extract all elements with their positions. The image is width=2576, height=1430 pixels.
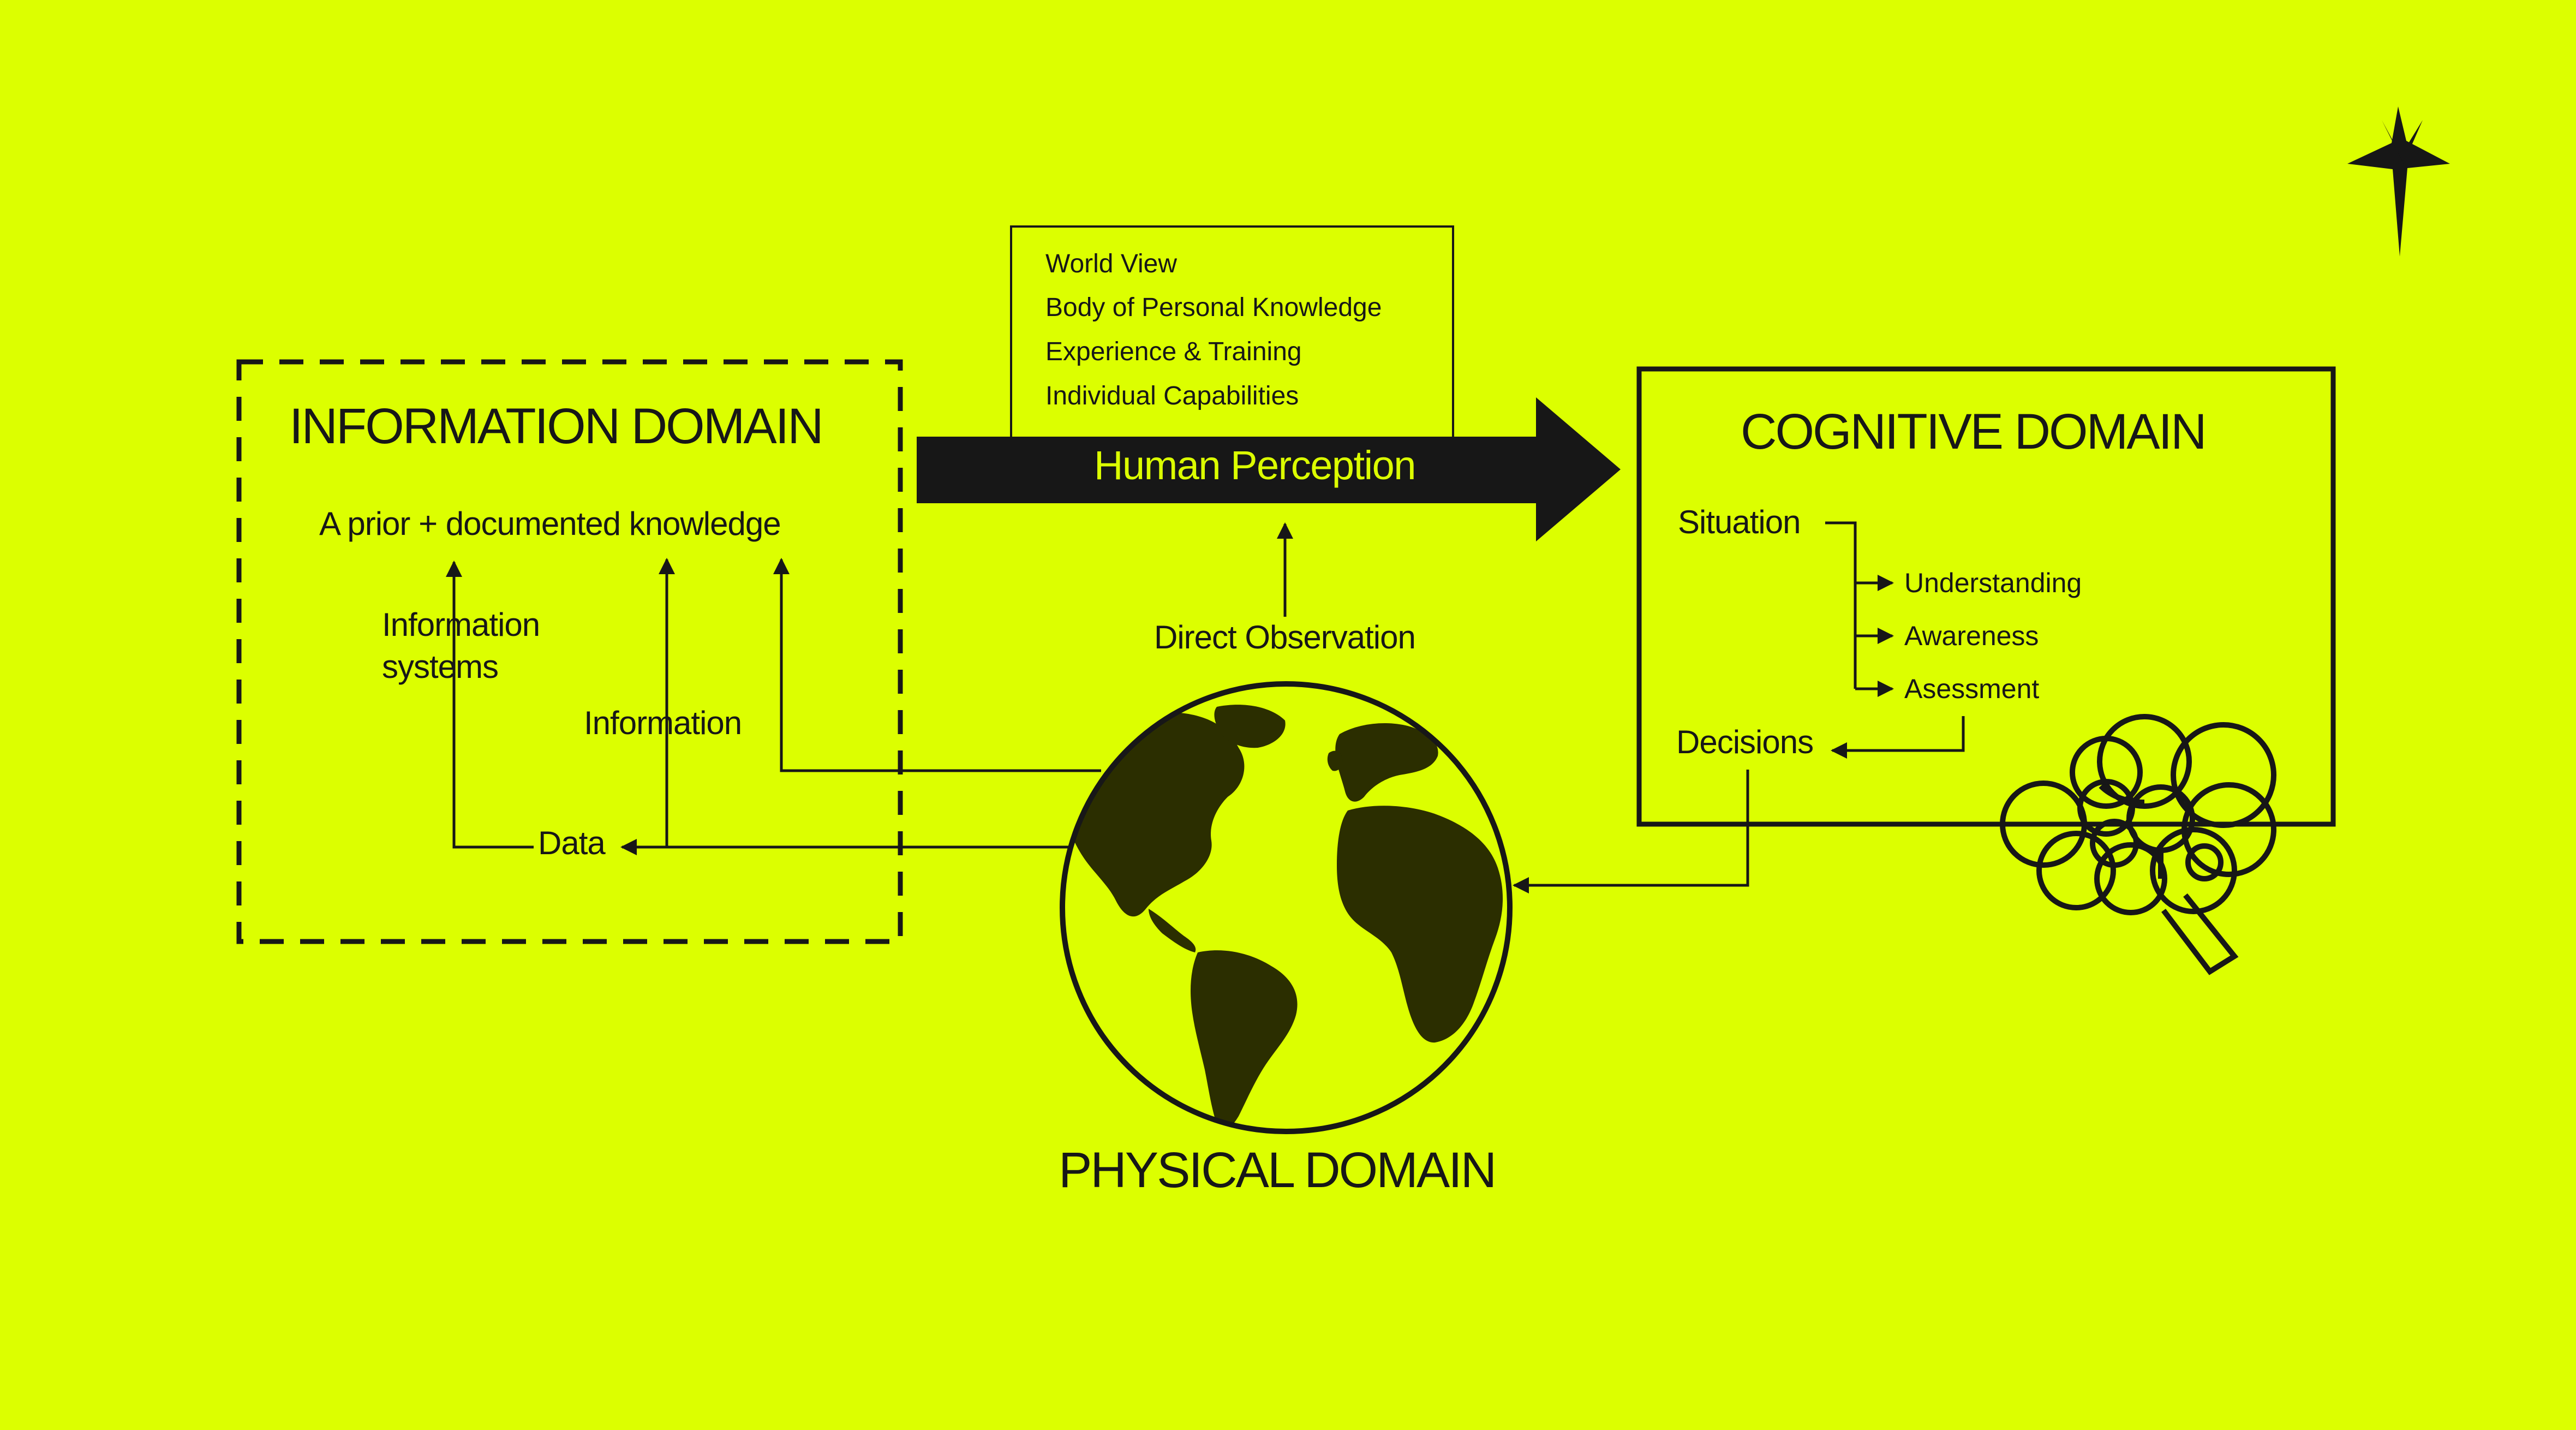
situation-label: Situation [1678, 504, 1801, 540]
decisions-to-globe-line [1513, 770, 1749, 893]
branch-understanding-label: Understanding [1904, 568, 2082, 598]
globe-icon [1060, 681, 1513, 1134]
situation-bracket-line [1825, 521, 1857, 689]
perception-item-personal-knowledge: Body of Personal Knowledge [1045, 293, 1382, 322]
direct-observation-label: Direct Observation [1154, 619, 1416, 656]
information-label: Information [584, 705, 742, 741]
physical-domain-title: PHYSICAL DOMAIN [1059, 1142, 1497, 1198]
assessment-to-decisions-line [1831, 716, 1965, 759]
perception-item-world-view: World View [1045, 249, 1177, 278]
globe-to-knowledge-line [773, 558, 1101, 772]
knowledge-label: A prior + documented knowledge [319, 505, 781, 542]
cognitive-domain-box [1636, 366, 2336, 827]
four-point-star-icon [2347, 106, 2450, 257]
data-label: Data [538, 825, 606, 861]
branch-assessment-label: Asessment [1904, 674, 2040, 704]
decisions-label: Decisions [1676, 724, 1814, 760]
information-domain-box [236, 359, 903, 944]
information-systems-label-line1: Information [382, 606, 540, 643]
branch-awareness-label: Awareness [1904, 621, 2039, 651]
human-perception-arrow [917, 397, 1621, 541]
cognitive-domain-title: COGNITIVE DOMAIN [1741, 404, 2207, 460]
perception-item-individual-capabilities: Individual Capabilities [1045, 382, 1299, 410]
information-systems-label-line2: systems [382, 648, 499, 685]
information-domain-title: INFORMATION DOMAIN [289, 398, 824, 454]
brain-magnifier-icon [2000, 714, 2276, 975]
data-to-info-systems-line [446, 561, 534, 849]
perception-item-experience-training: Experience & Training [1045, 337, 1302, 366]
human-perception-label: Human Perception [1094, 443, 1416, 488]
